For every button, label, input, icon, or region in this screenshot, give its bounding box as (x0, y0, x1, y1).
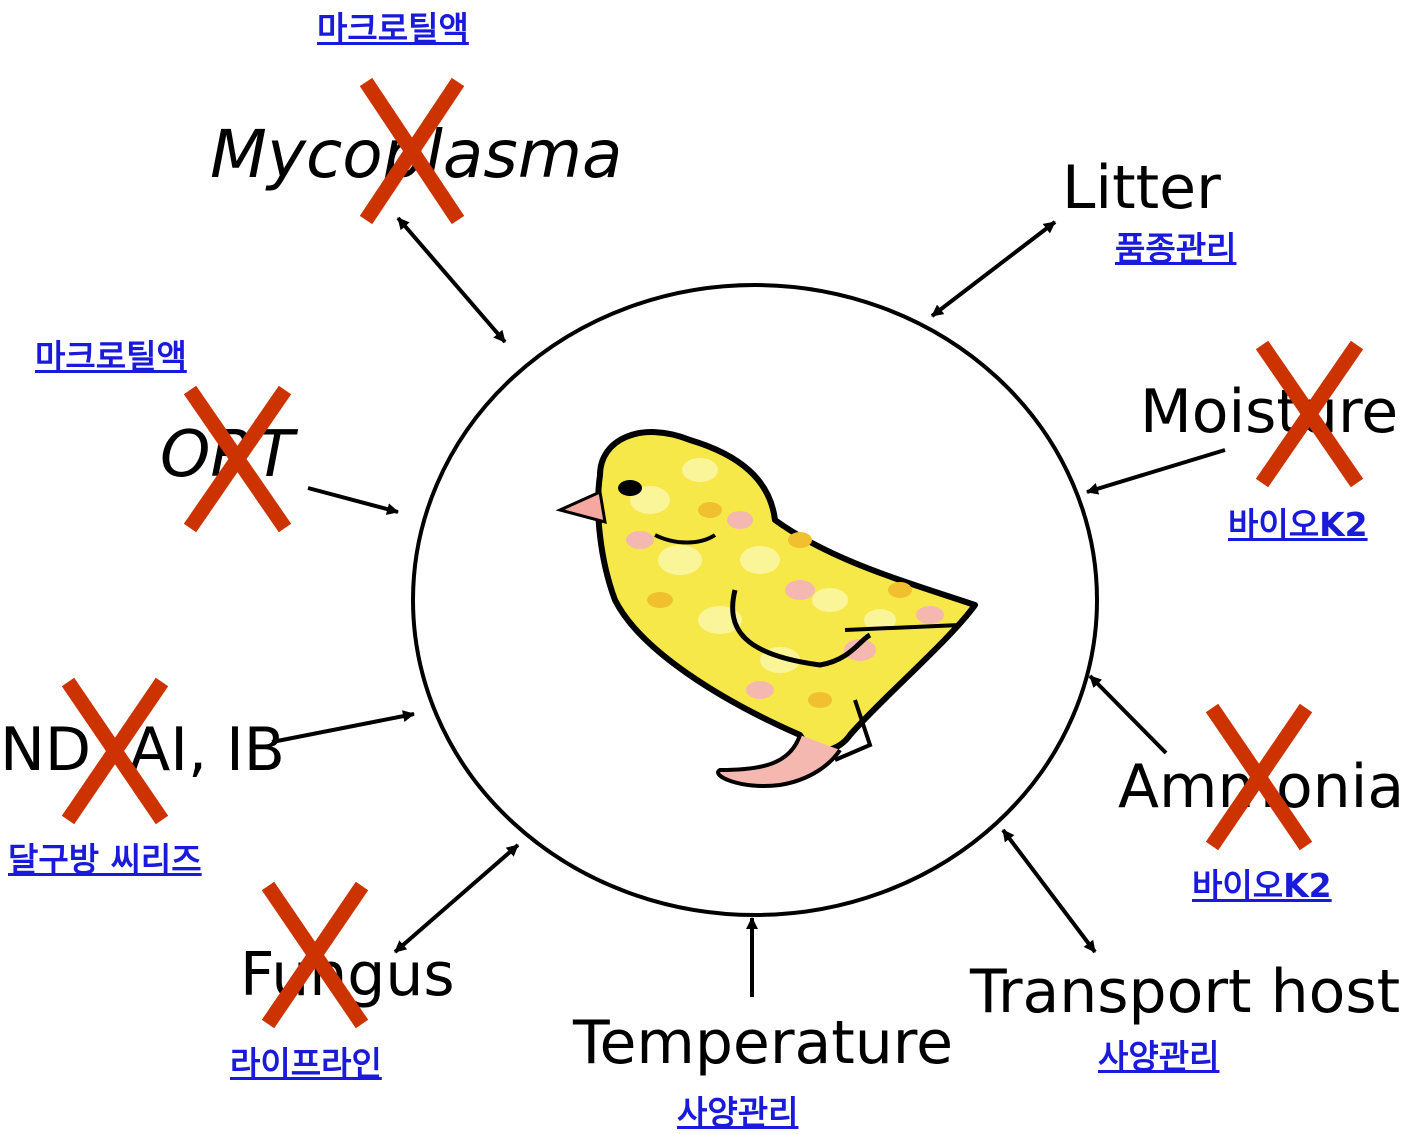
arrow-transport-host (1001, 828, 1097, 954)
factor-ort: ORT (160, 418, 294, 492)
factor-fungus: Fungus (240, 940, 455, 1010)
factor-nd-ai-ib: ND, AI, IB (0, 715, 285, 785)
arrow-ort (307, 486, 399, 515)
arrow-mycoplasma (396, 216, 507, 344)
factor-moisture: Moisture (1140, 377, 1399, 447)
center-circle (411, 283, 1099, 917)
arrow-ammonia (1088, 674, 1168, 755)
factor-litter: Litter (1062, 153, 1221, 223)
arrow-fungus (393, 843, 520, 954)
product-link-ammonia[interactable]: 바이오K2 (1192, 866, 1332, 905)
product-link-transport-host[interactable]: 사양관리 (1098, 1037, 1220, 1076)
product-link-moisture[interactable]: 바이오K2 (1228, 505, 1368, 544)
product-link-fungus[interactable]: 라이프라인 (230, 1044, 382, 1083)
product-link-temperature[interactable]: 사양관리 (677, 1093, 799, 1132)
arrow-litter (930, 220, 1057, 318)
factor-transport-host: Transport host (970, 957, 1401, 1027)
arrow-nd-ai-ib (271, 710, 415, 744)
chick-illustration (555, 429, 978, 788)
product-link-litter[interactable]: 품종관리 (1115, 229, 1237, 268)
product-link-ort[interactable]: 마크로틸액 (35, 337, 187, 376)
factor-mycoplasma: Mycoplasma (210, 116, 623, 193)
arrow-moisture (1086, 448, 1226, 495)
factor-temperature: Temperature (573, 1008, 954, 1078)
product-link-nd-ai-ib[interactable]: 달구방 씨리즈 (8, 840, 202, 879)
factor-ammonia: Ammonia (1118, 752, 1405, 822)
product-link-mycoplasma[interactable]: 마크로틸액 (317, 9, 469, 48)
